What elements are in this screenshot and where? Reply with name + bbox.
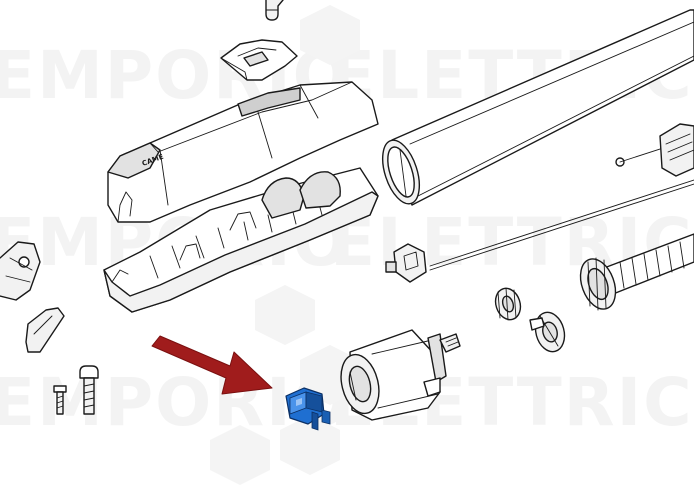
pointer-arrow bbox=[151, 335, 273, 395]
pinion-gear bbox=[494, 287, 522, 321]
gear-motor bbox=[340, 329, 461, 421]
housing-cover: CAME bbox=[107, 81, 379, 223]
bolt-large bbox=[79, 365, 99, 415]
end-connector bbox=[659, 123, 694, 177]
highlighted-spare-part bbox=[285, 387, 331, 431]
mounting-bracket bbox=[0, 241, 41, 301]
release-lever bbox=[25, 307, 65, 353]
top-clip-part bbox=[265, 0, 284, 21]
housing-base bbox=[103, 167, 379, 313]
worm-gear-shaft bbox=[579, 233, 694, 311]
drive-tube bbox=[381, 9, 694, 206]
output-gear bbox=[529, 311, 566, 353]
end-cap-plate bbox=[220, 39, 298, 81]
bolt-screw bbox=[53, 385, 67, 415]
limit-rod-assembly bbox=[385, 137, 694, 283]
